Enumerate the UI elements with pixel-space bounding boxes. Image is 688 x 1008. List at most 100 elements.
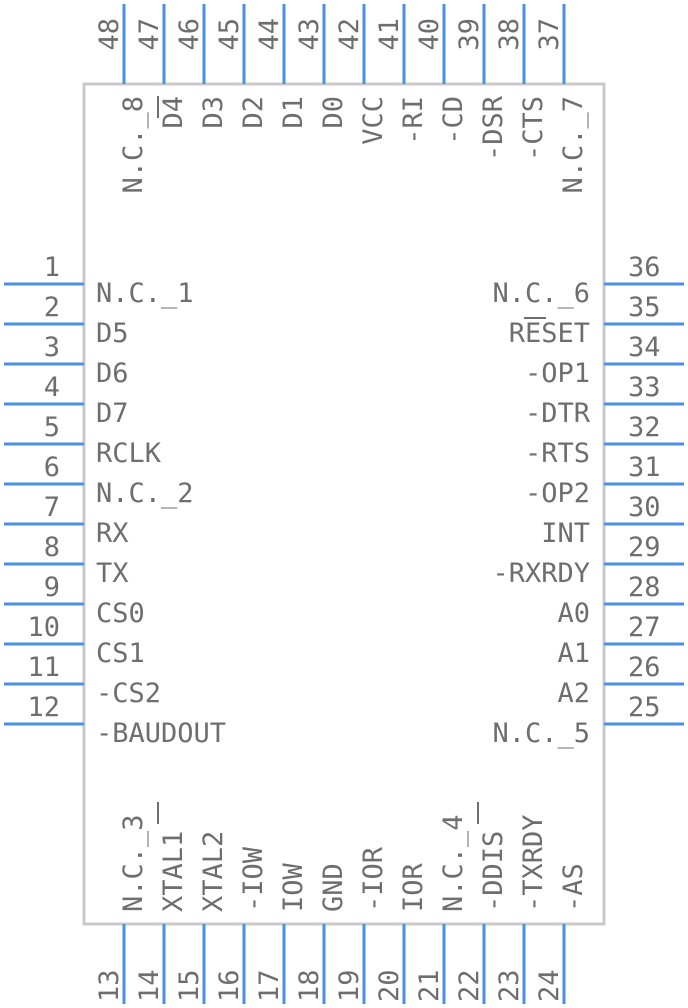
pin-34-label: -OP1: [525, 358, 590, 389]
pin-7-number: 7: [44, 492, 60, 523]
pin-15-number: 15: [174, 969, 205, 1002]
pin-16-number: 16: [214, 969, 245, 1002]
pin-47-number: 47: [134, 18, 165, 51]
pin-25-label: N.C._5: [492, 718, 590, 749]
pin-37-number: 37: [534, 18, 565, 51]
pin-4-label: D7: [96, 398, 129, 429]
pin-22-label: -DDIS: [478, 831, 509, 912]
pin-23-number: 23: [494, 969, 525, 1002]
pin-30-label: INT: [541, 518, 590, 549]
pin-11-label: -CS2: [96, 678, 161, 709]
pin-5-label: RCLK: [96, 438, 162, 469]
pin-17-label: IOW: [278, 862, 309, 912]
pin-19-number: 19: [334, 969, 365, 1002]
pin-43-label: D0: [318, 96, 349, 129]
pin-16-label: -IOW: [238, 846, 269, 912]
pin-10-number: 10: [27, 612, 60, 643]
pin-25-number: 25: [628, 692, 661, 723]
pin-12-number: 12: [27, 692, 60, 723]
pin-42-label: VCC: [358, 96, 389, 145]
pin-6-label: N.C._2: [96, 478, 194, 509]
pin-45-label: D2: [238, 96, 269, 129]
pin-44-label: D1: [278, 96, 309, 129]
pin-26-label: A2: [557, 678, 590, 709]
pin-46-label: D3: [198, 96, 229, 129]
pin-44-number: 44: [254, 18, 285, 51]
pin-45-number: 45: [214, 18, 245, 51]
pin-41-label: -RI: [398, 96, 429, 145]
pin-40-label: -CD: [438, 96, 469, 145]
pin-38-label: -CTS: [518, 96, 549, 161]
pin-21-number: 21: [414, 969, 445, 1002]
pin-21-label: N.C._4: [438, 814, 469, 912]
pin-18-number: 18: [294, 969, 325, 1002]
pin-23-label: -TXRDY: [518, 814, 549, 912]
pin-12-label: -BAUDOUT: [96, 718, 226, 749]
pin-2-label: D5: [96, 318, 129, 349]
pin-42-number: 42: [334, 18, 365, 51]
pin-38-number: 38: [494, 18, 525, 51]
pin-13-label: N.C._3: [118, 814, 149, 912]
pin-43-number: 43: [294, 18, 325, 51]
pin-46-number: 46: [174, 18, 205, 51]
pin-14-number: 14: [134, 969, 165, 1002]
pin-40-number: 40: [414, 18, 445, 51]
pin-37-label: N.C._7: [558, 96, 589, 194]
pin-3-number: 3: [44, 332, 60, 363]
pin-33-label: -DTR: [525, 398, 591, 429]
pin-20-number: 20: [374, 969, 405, 1002]
pin-34-number: 34: [628, 332, 661, 363]
pin-30-number: 30: [628, 492, 661, 523]
pin-8-label: TX: [96, 558, 129, 589]
pin-22-number: 22: [454, 969, 485, 1002]
pin-39-label: -DSR: [478, 95, 509, 161]
pin-28-label: A0: [557, 598, 590, 629]
pin-9-label: CS0: [96, 598, 145, 629]
ic-body: [82, 82, 606, 926]
pin-18-label: GND: [318, 863, 349, 912]
pin-11-number: 11: [27, 652, 60, 683]
pin-3-label: D6: [96, 358, 129, 389]
pin-27-label: A1: [557, 638, 590, 669]
pin-9-number: 9: [44, 572, 60, 603]
pin-17-number: 17: [254, 969, 285, 1002]
pin-15-label: XTAL2: [198, 831, 229, 912]
pin-26-number: 26: [628, 652, 661, 683]
pin-13-number: 13: [94, 969, 125, 1002]
pin-31-label: -OP2: [525, 478, 590, 509]
pin-6-number: 6: [44, 452, 60, 483]
pin-5-number: 5: [44, 412, 60, 443]
pin-2-number: 2: [44, 292, 60, 323]
pin-31-number: 31: [628, 452, 661, 483]
pin-32-label: -RTS: [525, 438, 590, 469]
pin-36-number: 36: [628, 252, 661, 283]
pin-20-label: IOR: [398, 862, 429, 912]
pin-35-number: 35: [628, 292, 661, 323]
pin-24-number: 24: [534, 969, 565, 1002]
pin-41-number: 41: [374, 18, 405, 51]
pin-47-label: D4: [158, 96, 189, 129]
pin-27-number: 27: [628, 612, 661, 643]
pin-28-number: 28: [628, 572, 661, 603]
pin-29-label: -RXRDY: [492, 558, 590, 589]
pin-33-number: 33: [628, 372, 661, 403]
pin-48-label: N.C._8: [118, 96, 149, 194]
pin-10-label: CS1: [96, 638, 145, 669]
pin-36-label: N.C._6: [492, 278, 590, 309]
pin-14-label: XTAL1: [158, 831, 189, 912]
pin-1-number: 1: [44, 252, 60, 283]
pin-1-label: N.C._1: [96, 278, 194, 309]
pin-19-label: -IOR: [358, 846, 389, 912]
pin-29-number: 29: [628, 532, 661, 563]
pin-4-number: 4: [44, 372, 60, 403]
pin-24-label: -AS: [558, 863, 589, 912]
pin-7-label: RX: [96, 518, 129, 549]
pin-35-label: RESET: [509, 318, 590, 349]
pin-32-number: 32: [628, 412, 661, 443]
pin-39-number: 39: [454, 18, 485, 51]
pin-48-number: 48: [94, 18, 125, 51]
pin-8-number: 8: [44, 532, 60, 563]
